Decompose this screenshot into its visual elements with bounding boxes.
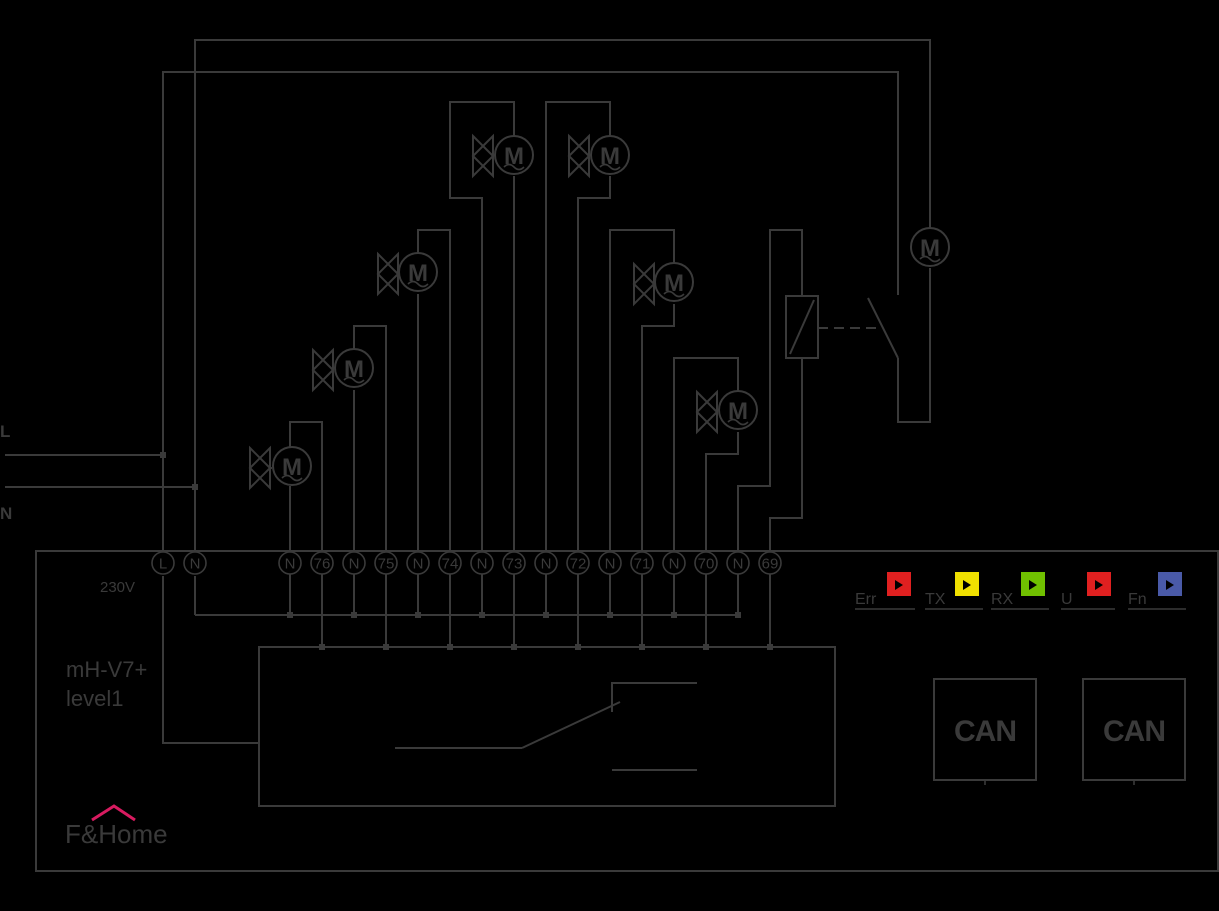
terminal-label: 72 [570, 556, 587, 573]
terminal-n-6[interactable]: N [406, 551, 430, 575]
terminal-70[interactable]: 70 [694, 551, 718, 575]
terminal-label: 74 [442, 556, 459, 573]
terminal-72[interactable]: 72 [566, 551, 590, 575]
terminal-label: 73 [506, 556, 523, 573]
main-motor: M [910, 227, 950, 267]
terminal-74[interactable]: 74 [438, 551, 462, 575]
terminal-label: N [733, 556, 744, 573]
indicator-err: Err [855, 572, 915, 610]
brand-text: F&Home [65, 819, 168, 849]
terminal-label: N [605, 556, 616, 573]
indicator-label: U [1061, 591, 1073, 608]
can-port-label: CAN [954, 715, 1016, 748]
motor-symbol: M [664, 270, 684, 297]
actuator-wiring [289, 101, 739, 552]
indicator-rx: RX [991, 572, 1049, 610]
motor-valve-ch70: M [695, 389, 758, 435]
indicator-label: Fn [1128, 591, 1147, 608]
module-name-line2: level1 [66, 686, 123, 711]
motor-valve-ch73: M [471, 133, 534, 179]
indicator-label: TX [925, 591, 946, 608]
terminal-label: 70 [698, 556, 715, 573]
terminal-n-16[interactable]: N [726, 551, 750, 575]
terminal-n-14[interactable]: N [662, 551, 686, 575]
terminal-label: 69 [762, 556, 779, 573]
can-port-1[interactable]: CAN [933, 678, 1037, 785]
motor-symbol: M [282, 454, 302, 481]
motor-valve-ch76: M [248, 445, 312, 491]
indicator-label: Err [855, 591, 877, 608]
terminal-69[interactable]: 69 [758, 551, 782, 575]
logo-roof-icon [91, 804, 136, 822]
terminal-label: N [669, 556, 680, 573]
terminal-l-0[interactable]: L [151, 551, 175, 575]
terminal-n-12[interactable]: N [598, 551, 622, 575]
indicator-tx: TX [925, 572, 983, 610]
indicator-u: U [1061, 572, 1115, 610]
terminal-71[interactable]: 71 [630, 551, 654, 575]
module-name-line1: mH-V7+ [66, 657, 147, 682]
can-port-label: CAN [1103, 715, 1165, 748]
terminal-76[interactable]: 76 [310, 551, 334, 575]
terminal-label: N [477, 556, 488, 573]
motor-valve-ch75: M [311, 347, 374, 393]
motor-symbol: M [728, 398, 748, 425]
indicator-fn: Fn [1128, 572, 1186, 610]
terminal-label: N [541, 556, 552, 573]
terminal-n-2[interactable]: N [278, 551, 302, 575]
terminal-label: 71 [634, 556, 651, 573]
motor-valve-ch72: M [567, 133, 630, 179]
line-label: L [0, 422, 10, 441]
terminal-label: L [159, 556, 167, 573]
supply-wires: L N [0, 422, 198, 523]
main-motor-wiring [162, 39, 931, 552]
terminal-label: 76 [314, 556, 331, 573]
motor-symbol: M [600, 143, 620, 170]
terminal-n-10[interactable]: N [534, 551, 558, 575]
motor-symbol: M [408, 260, 428, 287]
motor-symbol: M [920, 235, 940, 262]
motor-valve-ch71: M [632, 261, 694, 307]
motor-symbol: M [504, 143, 524, 170]
motor-symbol: M [344, 356, 364, 383]
terminal-drops [287, 574, 773, 650]
module-enclosure [35, 550, 1219, 872]
terminal-73[interactable]: 73 [502, 551, 526, 575]
terminal-75[interactable]: 75 [374, 551, 398, 575]
terminal-label: N [190, 556, 201, 573]
status-indicators: Err TX RX U Fn [855, 572, 1186, 610]
terminal-label: 75 [378, 556, 395, 573]
fhome-logo: F&Home [65, 804, 168, 849]
terminal-label: N [285, 556, 296, 573]
terminal-strip: L N N 76 N 75 N 74 N 73 N 72 N 71 N 70 N 69 [151, 551, 782, 575]
indicator-label: RX [991, 591, 1014, 608]
terminal-n-4[interactable]: N [342, 551, 366, 575]
terminal-n-1[interactable]: N [183, 551, 207, 575]
terminal-label: N [349, 556, 360, 573]
can-port-2[interactable]: CAN [1082, 678, 1186, 785]
motor-valve-ch74: M [376, 251, 438, 297]
terminal-label: N [413, 556, 424, 573]
voltage-label: 230V [100, 579, 135, 596]
neutral-label: N [0, 504, 12, 523]
terminal-n-8[interactable]: N [470, 551, 494, 575]
